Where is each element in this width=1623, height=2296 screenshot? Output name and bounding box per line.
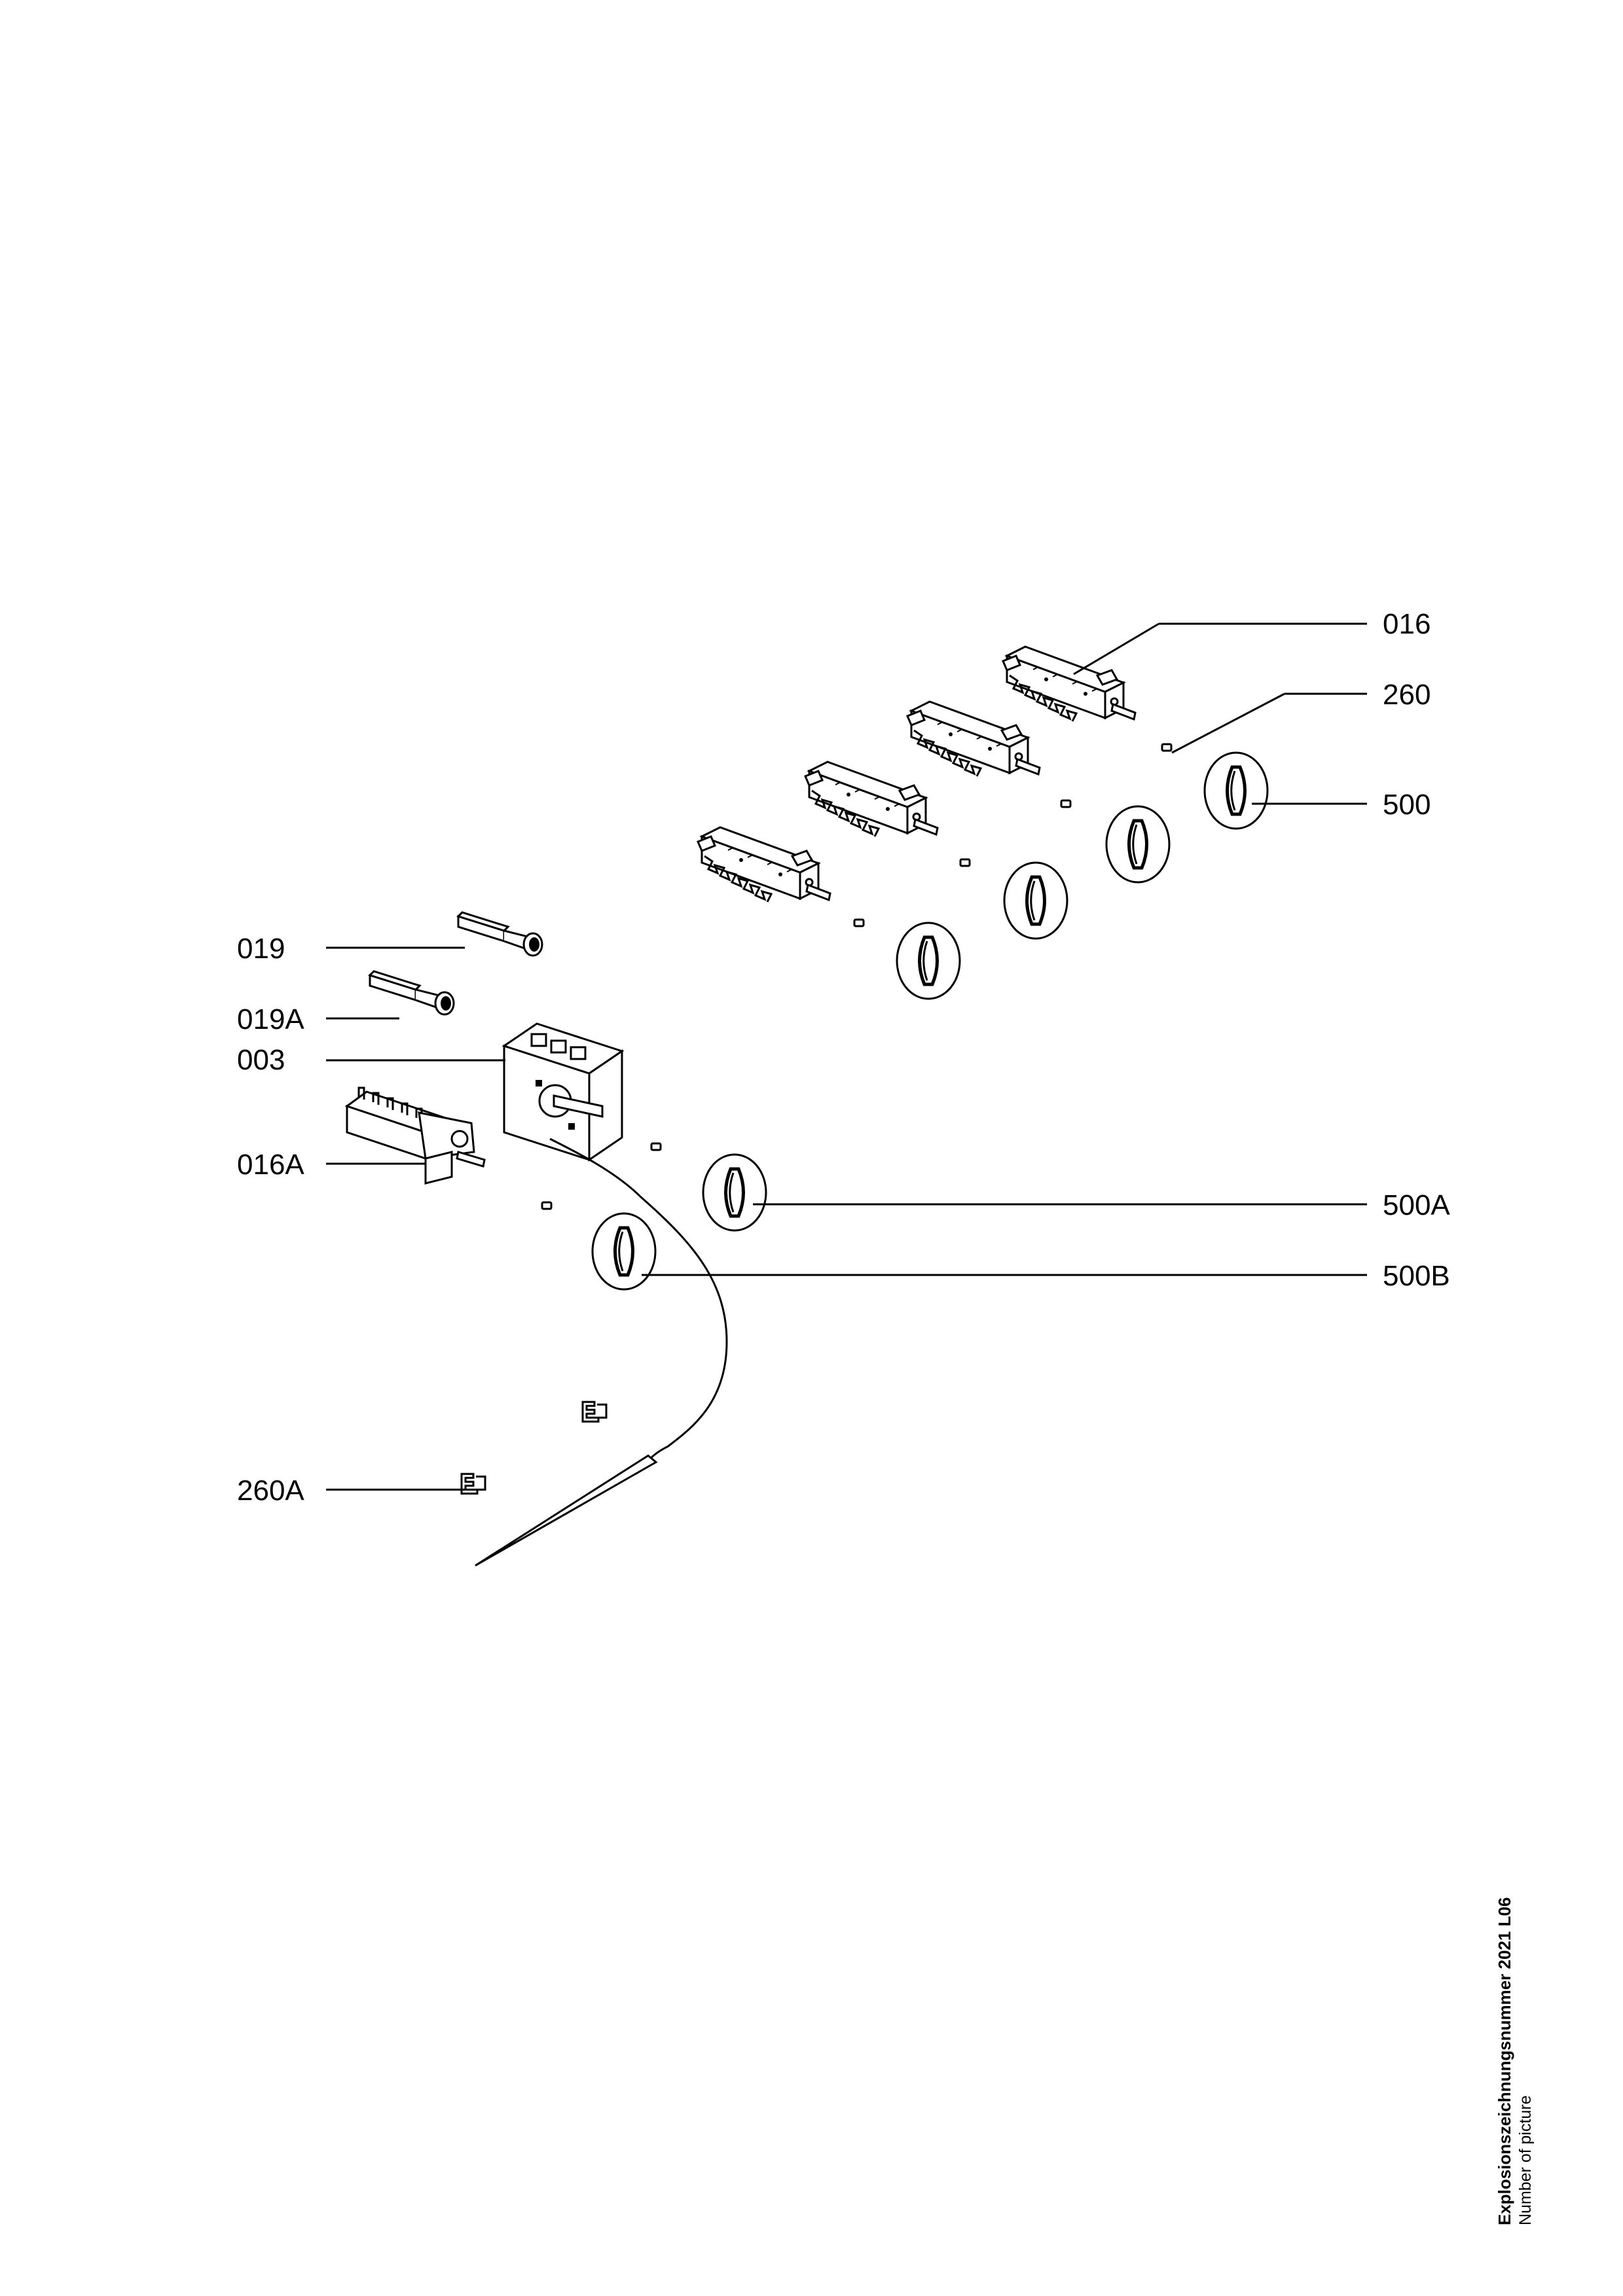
selector-switch-3 <box>906 700 1041 778</box>
knob-3 <box>1106 806 1169 882</box>
label-016A: 016A <box>237 1149 304 1181</box>
selector-switch-2 <box>804 761 939 838</box>
picture-number-subtitle: Number of picture <box>1516 2095 1535 2225</box>
leader-016-diag <box>1073 622 1159 675</box>
leader-260-diag <box>1171 692 1285 754</box>
indicator-lamp-019A <box>369 970 455 1016</box>
knob-2 <box>1004 863 1067 939</box>
label-260: 260 <box>1383 679 1431 711</box>
label-019: 019 <box>237 933 285 965</box>
leader-lines <box>326 622 1367 1491</box>
clip-6 <box>541 1201 553 1210</box>
knob-1 <box>897 923 960 999</box>
capillary-clip-1 <box>581 1401 608 1423</box>
capillary-sensor <box>475 1138 728 1567</box>
clip-5 <box>650 1142 662 1151</box>
clip-3 <box>1060 799 1072 808</box>
knob-500B <box>593 1213 655 1289</box>
knob-4 <box>1205 753 1267 829</box>
label-019A: 019A <box>237 1003 304 1035</box>
knob-500A <box>703 1155 766 1230</box>
selector-switch-1 <box>697 826 831 903</box>
label-500A: 500A <box>1383 1189 1450 1221</box>
thermostat <box>501 1022 625 1162</box>
picture-number-title: Explosionszeichnungsnummer 2021 L06 <box>1495 1897 1514 2225</box>
clip-4 <box>1161 743 1173 752</box>
label-003: 003 <box>237 1044 285 1076</box>
selector-switch-4 <box>1002 645 1137 723</box>
indicator-lamp-019 <box>457 911 543 957</box>
capillary-clip-260A <box>460 1473 486 1495</box>
clip-1 <box>853 918 865 927</box>
selector-switch-016A <box>344 1086 486 1185</box>
label-500: 500 <box>1383 789 1431 821</box>
picture-number-caption: Explosionszeichnungsnummer 2021 L06 Numb… <box>1494 1897 1536 2225</box>
clip-2 <box>959 858 971 867</box>
label-500B: 500B <box>1383 1260 1450 1292</box>
label-260A: 260A <box>237 1475 304 1507</box>
label-016: 016 <box>1383 608 1431 640</box>
